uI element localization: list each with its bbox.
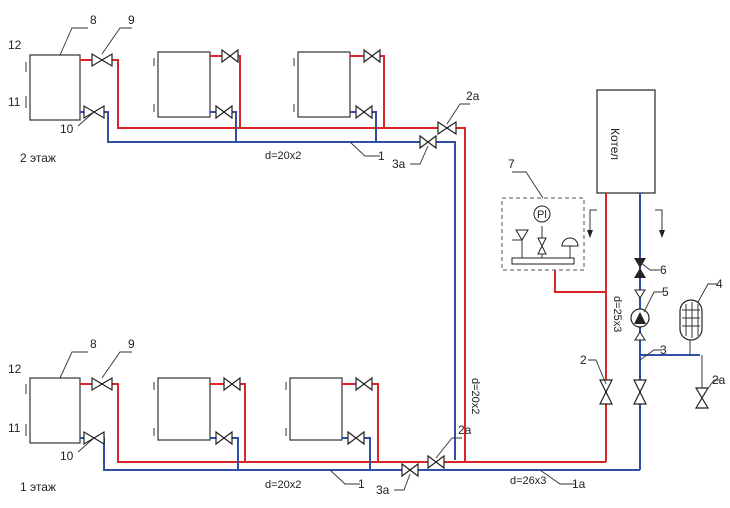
safety-manifold <box>511 257 575 265</box>
return-branch-lower-2 <box>210 437 239 470</box>
callout-2a-lower: 2a <box>458 423 472 437</box>
valve-2a-upper <box>437 120 457 136</box>
valve-upper-supply-1 <box>91 52 113 68</box>
callout-6: 6 <box>660 263 667 277</box>
callout-2a-drain: 2a <box>712 373 726 387</box>
lower-floor <box>25 376 640 478</box>
callout-8-lower: 8 <box>90 337 97 351</box>
valve-upper-supply-2 <box>221 48 239 64</box>
pipe-label-boiler-riser: d=25x3 <box>611 296 623 332</box>
valve-lower-return-2 <box>215 430 233 446</box>
callout-3a-upper: 3a <box>392 157 406 171</box>
expansion-tank-4 <box>679 299 703 341</box>
radiator-upper-3 <box>297 51 351 118</box>
callout-9-upper: 9 <box>128 13 135 27</box>
pressure-gauge-icon <box>533 205 551 223</box>
valve-upper-return-1 <box>83 104 105 120</box>
gauge-valve-icon-lower <box>537 244 547 255</box>
callout-1-lower: 1 <box>358 477 365 491</box>
supply-branch-lower-2 <box>210 383 246 462</box>
supply-branch-lower-3 <box>342 383 379 462</box>
callout-12-lower: 12 <box>8 362 22 376</box>
return-branch-lower-3 <box>342 437 371 470</box>
callout-4: 4 <box>716 277 723 291</box>
valve-3a-upper <box>419 134 437 150</box>
labels: 2 этаж 1 этаж Котел d=20x2 d=20x2 d=20x2… <box>8 13 726 497</box>
supply-riser <box>440 127 466 462</box>
relief-valve-icon <box>515 229 529 241</box>
valve-upper-return-3 <box>355 104 373 120</box>
radiator-lower-2 <box>157 377 211 441</box>
boiler-section <box>501 89 710 470</box>
callout-2a-upper: 2a <box>466 89 480 103</box>
supply-branch-upper-3 <box>350 55 385 128</box>
radiator-lower-3 <box>289 377 343 441</box>
valve-lower-supply-2 <box>223 376 241 392</box>
boiler-label: Котел <box>608 128 622 160</box>
valve-upper-return-2 <box>215 104 233 120</box>
callout-12-upper: 12 <box>8 38 22 52</box>
pipe-label-boiler-main: d=26x3 <box>510 475 546 487</box>
callout-9-lower: 9 <box>128 337 135 351</box>
pipe-label-upper: d=20x2 <box>265 150 301 162</box>
gauge-label: Pl <box>537 209 547 221</box>
callout-1a: 1a <box>572 477 586 491</box>
valve-lower-return-3 <box>347 430 365 446</box>
arrow-down-icon <box>659 230 665 238</box>
valve-3-boiler-return <box>633 379 647 405</box>
callout-10-upper: 10 <box>60 122 74 136</box>
callout-8-upper: 8 <box>90 13 97 27</box>
check-valve-6 <box>634 258 646 278</box>
valve-lower-return-1 <box>83 430 105 446</box>
valve-2a-lower <box>427 454 445 470</box>
callout-2: 2 <box>580 353 587 367</box>
boiler-outlet-right <box>655 209 663 232</box>
pipe-label-riser: d=20x2 <box>469 378 481 414</box>
relief-valve-stem <box>512 239 523 258</box>
supply-pipe-upper-1 <box>80 59 440 129</box>
return-pipe-lower <box>80 437 640 471</box>
callout-5: 5 <box>662 285 669 299</box>
callout-3a-lower: 3a <box>376 483 390 497</box>
radiator-upper-1 <box>29 54 81 121</box>
leader-lines <box>59 27 720 491</box>
gauge-valve-icon <box>537 237 547 248</box>
pump-5 <box>630 289 650 341</box>
return-riser <box>425 141 456 460</box>
radiator-upper-2 <box>157 51 211 118</box>
callout-11-upper: 11 <box>8 95 21 109</box>
valve-3a-lower <box>401 462 419 478</box>
callout-3: 3 <box>660 343 667 357</box>
callout-7: 7 <box>508 157 515 171</box>
callout-11-lower: 11 <box>8 421 21 435</box>
arrow-down-icon <box>587 230 593 238</box>
upper-floor <box>25 48 466 462</box>
supply-branch-upper-2 <box>210 55 241 128</box>
valve-2a-drain <box>694 387 710 409</box>
pipe-label-lower: d=20x2 <box>265 479 301 491</box>
floor-label-upper: 2 этаж <box>20 151 56 165</box>
valve-upper-supply-3 <box>363 48 381 64</box>
air-vent-icon <box>561 237 579 247</box>
floor-label-lower: 1 этаж <box>20 480 56 494</box>
callout-1-upper: 1 <box>378 149 385 163</box>
valve-2-boiler-supply <box>599 379 613 405</box>
safety-group-pipe <box>554 270 606 293</box>
valve-lower-supply-3 <box>355 376 373 392</box>
valve-lower-supply-1 <box>91 376 113 392</box>
radiator-lower-1 <box>29 377 81 444</box>
boiler-outlet-left <box>589 209 597 232</box>
callout-10-lower: 10 <box>60 449 74 463</box>
boiler <box>596 89 656 194</box>
